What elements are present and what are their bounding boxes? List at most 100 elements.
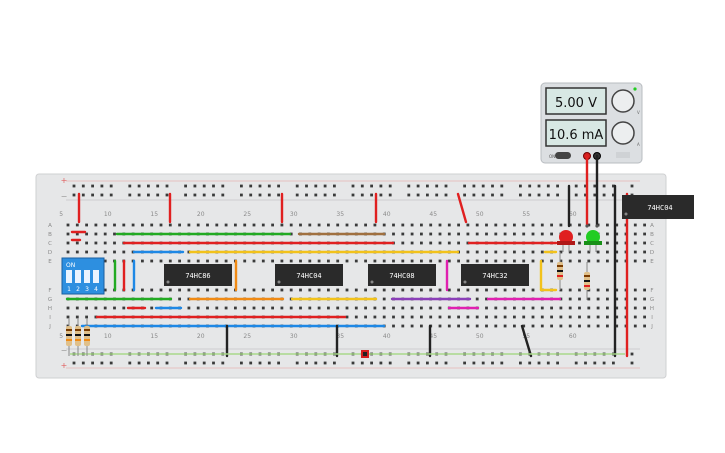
breadboard-hole[interactable] (606, 324, 609, 328)
breadboard-hole[interactable] (559, 306, 563, 310)
breadboard-hole[interactable] (447, 315, 451, 319)
wire-black[interactable] (520, 324, 533, 358)
breadboard-hole[interactable] (178, 259, 181, 263)
rail-hole[interactable] (221, 193, 225, 197)
rail-hole[interactable] (602, 361, 606, 365)
rail-hole[interactable] (528, 361, 532, 365)
rail-hole[interactable] (379, 193, 383, 197)
pulldown-resistor-3[interactable] (84, 318, 90, 356)
breadboard-hole[interactable] (345, 306, 349, 310)
breadboard-hole[interactable] (75, 315, 79, 319)
current-knob[interactable] (611, 121, 635, 145)
breadboard-hole[interactable] (113, 232, 116, 236)
rail-hole[interactable] (295, 193, 299, 197)
breadboard-hole[interactable] (243, 306, 247, 310)
breadboard-hole[interactable] (540, 250, 544, 254)
breadboard-hole[interactable] (261, 306, 265, 310)
rail-hole[interactable] (323, 361, 327, 365)
breadboard-hole[interactable] (392, 223, 395, 227)
breadboard-hole[interactable] (382, 288, 386, 292)
rail-hole[interactable] (630, 184, 634, 188)
switch-4[interactable] (93, 270, 99, 283)
breadboard-hole[interactable] (410, 306, 414, 310)
breadboard-hole[interactable] (75, 241, 79, 245)
breadboard-hole[interactable] (224, 288, 228, 292)
breadboard-hole[interactable] (578, 288, 581, 292)
breadboard-hole[interactable] (289, 259, 293, 263)
breadboard-hole[interactable] (513, 324, 516, 328)
breadboard-hole[interactable] (364, 315, 367, 319)
rail-hole[interactable] (546, 184, 550, 188)
breadboard-hole[interactable] (206, 288, 209, 292)
breadboard-hole[interactable] (196, 288, 200, 292)
breadboard-hole[interactable] (429, 223, 433, 227)
breadboard-hole[interactable] (485, 232, 488, 236)
rail-hole[interactable] (500, 184, 504, 188)
breadboard-hole[interactable] (596, 288, 600, 292)
breadboard-hole[interactable] (559, 315, 563, 319)
breadboard-hole[interactable] (503, 232, 507, 236)
rail-hole[interactable] (360, 184, 364, 188)
rail-hole[interactable] (165, 184, 169, 188)
breadboard-hole[interactable] (429, 232, 433, 236)
breadboard-hole[interactable] (94, 223, 98, 227)
breadboard-hole[interactable] (206, 223, 209, 227)
breadboard-hole[interactable] (615, 315, 619, 319)
rail-hole[interactable] (314, 361, 318, 365)
breadboard-hole[interactable] (85, 306, 88, 310)
breadboard-hole[interactable] (317, 306, 321, 310)
rail-hole[interactable] (528, 193, 532, 197)
breadboard-hole[interactable] (178, 297, 181, 301)
breadboard-hole[interactable] (187, 259, 191, 263)
breadboard-hole[interactable] (578, 232, 581, 236)
breadboard-hole[interactable] (429, 259, 433, 263)
breadboard-hole[interactable] (401, 324, 405, 328)
breadboard-hole[interactable] (578, 324, 581, 328)
breadboard-hole[interactable] (615, 288, 619, 292)
breadboard-hole[interactable] (168, 288, 172, 292)
breadboard-hole[interactable] (540, 259, 544, 263)
breadboard-hole[interactable] (447, 232, 451, 236)
breadboard-hole[interactable] (447, 288, 451, 292)
breadboard-hole[interactable] (66, 315, 70, 319)
breadboard-hole[interactable] (578, 223, 581, 227)
power-switch[interactable] (555, 152, 571, 159)
rail-hole[interactable] (360, 361, 364, 365)
rail-hole[interactable] (91, 184, 94, 188)
breadboard-hole[interactable] (596, 297, 600, 301)
breadboard-hole[interactable] (643, 232, 646, 236)
rail-hole[interactable] (472, 193, 476, 197)
breadboard-hole[interactable] (540, 315, 544, 319)
ic-74hc32[interactable]: 74HC32 (461, 264, 529, 286)
wire-red[interactable] (456, 192, 468, 224)
rail-hole[interactable] (584, 193, 587, 197)
rail-hole[interactable] (184, 361, 187, 365)
breadboard-hole[interactable] (447, 223, 451, 227)
rail-hole[interactable] (258, 184, 262, 188)
rail-hole[interactable] (537, 361, 541, 365)
breadboard-hole[interactable] (373, 259, 377, 263)
breadboard-hole[interactable] (633, 241, 637, 245)
rail-hole[interactable] (314, 193, 318, 197)
rail-hole[interactable] (416, 361, 420, 365)
breadboard-hole[interactable] (522, 288, 526, 292)
breadboard-hole[interactable] (522, 232, 526, 236)
breadboard-hole[interactable] (550, 315, 553, 319)
rail-hole[interactable] (72, 193, 76, 197)
rail-hole[interactable] (202, 193, 206, 197)
breadboard-hole[interactable] (615, 324, 619, 328)
breadboard-hole[interactable] (475, 259, 479, 263)
breadboard-hole[interactable] (187, 223, 191, 227)
rail-hole[interactable] (379, 361, 383, 365)
rail-hole[interactable] (277, 193, 280, 197)
led-green[interactable] (584, 230, 602, 252)
breadboard-hole[interactable] (187, 306, 191, 310)
breadboard-hole[interactable] (643, 259, 646, 263)
breadboard-hole[interactable] (196, 306, 200, 310)
rail-hole[interactable] (221, 361, 225, 365)
breadboard-hole[interactable] (485, 250, 488, 254)
breadboard-hole[interactable] (643, 315, 646, 319)
breadboard-hole[interactable] (513, 232, 516, 236)
rail-hole[interactable] (333, 184, 336, 188)
breadboard-hole[interactable] (475, 324, 479, 328)
